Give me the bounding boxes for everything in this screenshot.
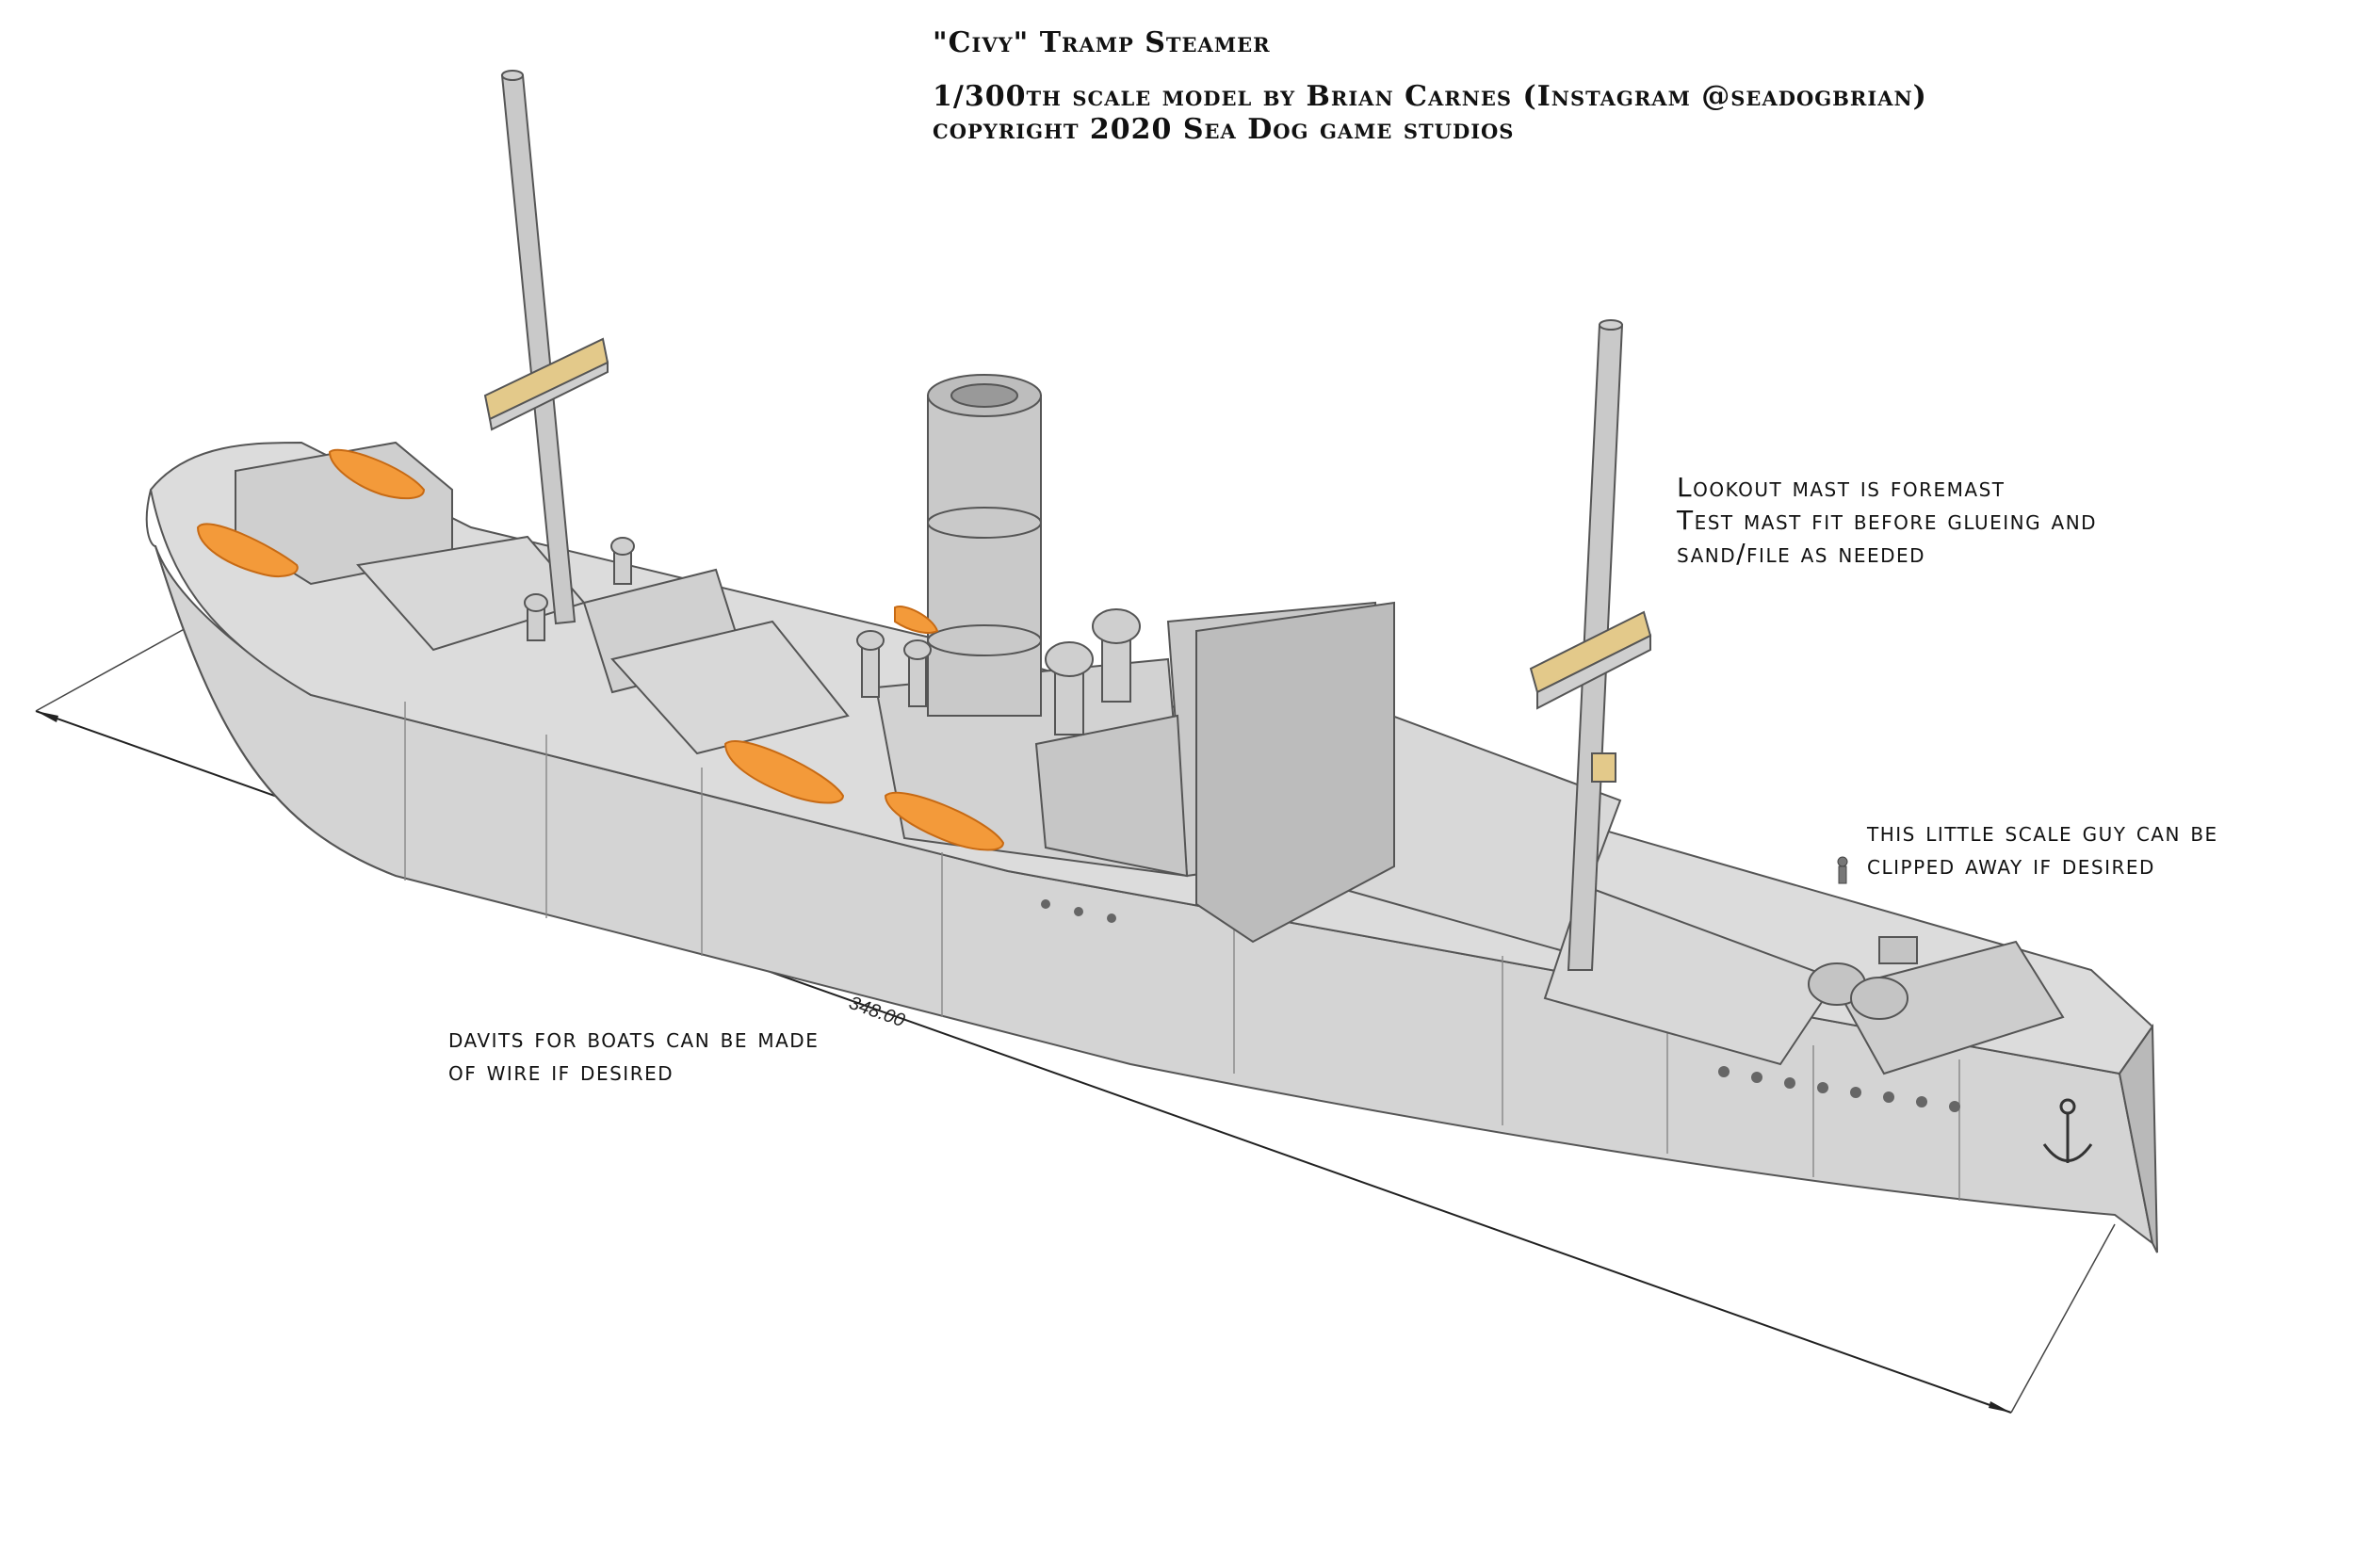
scale-guy-note-line: this little scale guy can be bbox=[1867, 816, 2218, 848]
fore-mast bbox=[1529, 319, 1652, 971]
title-block: "Civy" Tramp Steamer 1/300th scale model… bbox=[933, 26, 1927, 146]
windlass bbox=[1808, 936, 1918, 1020]
davits-note-line: davits for boats can be made bbox=[448, 1023, 820, 1054]
scale-guy-note-line: clipped away if desired bbox=[1867, 849, 2155, 881]
aft-mast bbox=[483, 70, 609, 625]
diagram-title: "Civy" Tramp Steamer bbox=[933, 26, 1271, 59]
mast-note-line: Test mast fit before glueing and bbox=[1677, 505, 2098, 536]
ventilators bbox=[524, 537, 1141, 736]
davits-note: davits for boats can be made of wire if … bbox=[448, 1022, 819, 1088]
mast-note-line: Lookout mast is foremast bbox=[1677, 472, 2006, 503]
lifeboats bbox=[196, 448, 1005, 851]
anchor-icon bbox=[2042, 1098, 2093, 1163]
davits-note-line: of wire if desired bbox=[448, 1056, 674, 1087]
mast-note-line: sand/file as needed bbox=[1677, 538, 1926, 569]
funnel bbox=[927, 374, 1042, 717]
scale-guy-note: this little scale guy can be clipped awa… bbox=[1867, 816, 2218, 881]
portholes bbox=[1041, 899, 1960, 1112]
credit-line: 1/300th scale model by Brian Carnes (Ins… bbox=[933, 80, 1927, 113]
mast-note: Lookout mast is foremast Test mast fit b… bbox=[1677, 471, 2097, 570]
copyright-line: copyright 2020 Sea Dog game studios bbox=[933, 113, 1515, 146]
scale-figure bbox=[1837, 856, 1848, 884]
